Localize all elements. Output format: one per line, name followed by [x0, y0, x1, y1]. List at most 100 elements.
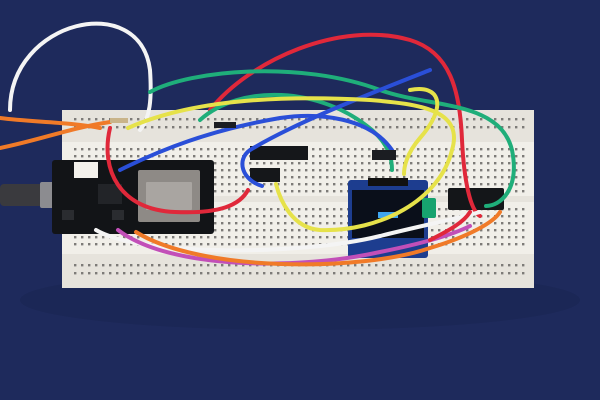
breadboard-hole	[193, 118, 196, 121]
breadboard-hole	[333, 169, 336, 172]
breadboard-hole	[123, 243, 126, 246]
breadboard-hole	[424, 118, 427, 121]
wire-purple	[116, 224, 472, 266]
breadboard-hole	[186, 243, 189, 246]
breadboard-hole	[347, 155, 350, 158]
breadboard-hole	[130, 148, 133, 151]
breadboard-hole	[81, 148, 84, 151]
breadboard-hole	[508, 169, 511, 172]
breadboard-hole	[270, 222, 273, 225]
breadboard-hole	[473, 162, 476, 165]
breadboard-hole	[305, 222, 308, 225]
breadboard-hole	[473, 236, 476, 239]
breadboard-hole	[445, 215, 448, 218]
breadboard-hole	[249, 243, 252, 246]
breadboard-hole	[298, 176, 301, 179]
breadboard-hole	[193, 236, 196, 239]
breadboard-hole	[193, 148, 196, 151]
breadboard-hole	[480, 176, 483, 179]
breadboard-hole	[459, 169, 462, 172]
breadboard-hole	[361, 264, 364, 267]
breadboard-hole	[438, 208, 441, 211]
breadboard-hole	[116, 126, 119, 129]
breadboard-hole	[487, 215, 490, 218]
breadboard-hole	[186, 155, 189, 158]
breadboard-hole	[501, 162, 504, 165]
breadboard-hole	[333, 190, 336, 193]
breadboard-hole	[354, 176, 357, 179]
breadboard-hole	[270, 162, 273, 165]
resistor-1	[110, 118, 128, 123]
breadboard-hole	[102, 236, 105, 239]
breadboard-hole	[284, 272, 287, 275]
breadboard-hole	[235, 222, 238, 225]
breadboard-hole	[508, 264, 511, 267]
breadboard-hole	[333, 272, 336, 275]
breadboard-hole	[375, 148, 378, 151]
breadboard-hole	[473, 148, 476, 151]
breadboard-hole	[102, 243, 105, 246]
breadboard-hole	[326, 169, 329, 172]
breadboard-hole	[109, 155, 112, 158]
breadboard-center-gap	[62, 196, 534, 202]
breadboard-hole	[452, 155, 455, 158]
breadboard-hole	[515, 215, 518, 218]
breadboard-hole	[312, 162, 315, 165]
breadboard-hole	[326, 118, 329, 121]
breadboard-hole	[452, 236, 455, 239]
breadboard-hole	[123, 264, 126, 267]
breadboard-hole	[438, 264, 441, 267]
breadboard-hole	[473, 272, 476, 275]
breadboard-hole	[172, 155, 175, 158]
breadboard-hole	[473, 183, 476, 186]
breadboard-hole	[256, 190, 259, 193]
ic-module	[250, 146, 308, 160]
breadboard-hole	[193, 155, 196, 158]
breadboard-hole	[333, 222, 336, 225]
breadboard-hole	[452, 272, 455, 275]
breadboard-hole	[249, 118, 252, 121]
breadboard-hole	[431, 243, 434, 246]
breadboard-hole	[228, 183, 231, 186]
breadboard-hole	[319, 183, 322, 186]
button-right	[112, 210, 124, 220]
breadboard-hole	[228, 208, 231, 211]
breadboard-hole	[270, 272, 273, 275]
breadboard-hole	[137, 155, 140, 158]
breadboard-hole	[74, 148, 77, 151]
breadboard-hole	[382, 176, 385, 179]
ic-module-2	[250, 168, 280, 182]
breadboard-hole	[228, 264, 231, 267]
breadboard-hole	[305, 208, 308, 211]
breadboard-hole	[438, 155, 441, 158]
wire-orange-left-2	[0, 116, 102, 130]
breadboard-hole	[214, 183, 217, 186]
breadboard-hole	[396, 162, 399, 165]
breadboard-hole	[424, 169, 427, 172]
breadboard-hole	[431, 155, 434, 158]
breadboard-hole	[424, 176, 427, 179]
breadboard-hole	[396, 126, 399, 129]
breadboard-hole	[522, 264, 525, 267]
pin-header	[372, 150, 396, 160]
breadboard-hole	[291, 162, 294, 165]
breadboard-hole	[396, 169, 399, 172]
breadboard-hole	[522, 169, 525, 172]
breadboard-hole	[312, 243, 315, 246]
breadboard-hole	[263, 272, 266, 275]
breadboard-hole	[368, 148, 371, 151]
breadboard-hole	[389, 118, 392, 121]
breadboard-hole	[522, 118, 525, 121]
breadboard-hole	[431, 148, 434, 151]
breadboard-hole	[389, 126, 392, 129]
breadboard-hole	[116, 243, 119, 246]
breadboard-hole	[179, 264, 182, 267]
breadboard-hole	[473, 118, 476, 121]
breadboard-hole	[466, 169, 469, 172]
breadboard-hole	[277, 208, 280, 211]
breadboard-hole	[452, 183, 455, 186]
breadboard-hole	[494, 264, 497, 267]
breadboard-hole	[340, 126, 343, 129]
breadboard-hole	[242, 176, 245, 179]
breadboard-hole	[291, 176, 294, 179]
